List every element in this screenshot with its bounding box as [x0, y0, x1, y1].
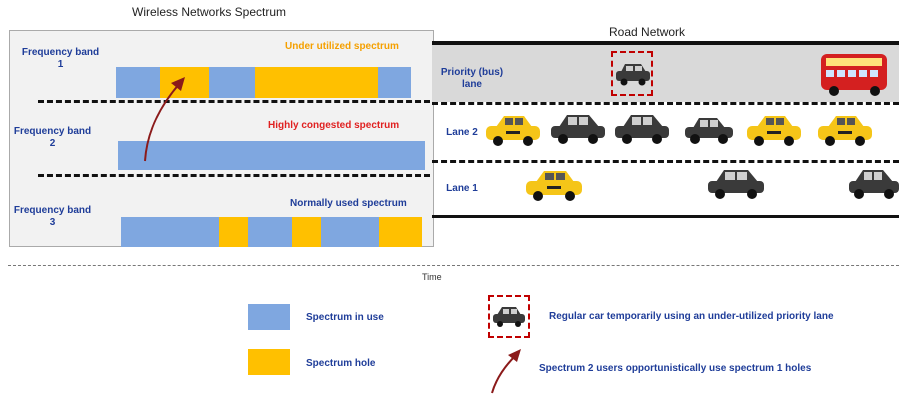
car-icon: [493, 307, 525, 327]
band-3-hole-block: [379, 217, 422, 247]
car-icon: [708, 170, 764, 199]
legend-hole-swatch: [248, 349, 290, 375]
band-1-in-use-block: [209, 67, 255, 98]
band-separator: [38, 174, 430, 177]
car-icon: [615, 115, 669, 144]
band-1-note: Under utilized spectrum: [285, 41, 399, 52]
band-3-in-use-block: [121, 217, 219, 247]
legend-in-use-swatch: [248, 304, 290, 330]
taxi-icon: [526, 171, 582, 201]
band-1-in-use-block: [116, 67, 160, 98]
bus-icon: [821, 54, 887, 96]
taxi-icon: [818, 116, 872, 146]
band-1-in-use-block: [378, 67, 411, 98]
band-2-in-use-block: [118, 141, 425, 170]
time-label: Time: [422, 272, 442, 282]
band-separator: [38, 100, 430, 103]
band-2-label: Frequency band 2: [13, 126, 92, 149]
opportunistic-arrow: [144, 77, 185, 162]
road-bottom-edge: [432, 215, 899, 218]
car-icon: [849, 170, 899, 199]
legend-highlight-box: [488, 295, 530, 338]
car-icon: [685, 118, 733, 144]
lane-separator: [432, 160, 899, 163]
spectrum-panel: Frequency band 1 Frequency band 2 Freque…: [9, 30, 434, 247]
lane-separator: [432, 102, 899, 105]
legend-in-use-label: Spectrum in use: [306, 312, 384, 323]
band-3-label: Frequency band 3: [13, 205, 92, 228]
band-3-in-use-block: [321, 217, 379, 247]
road-title: Road Network: [609, 25, 686, 39]
time-axis: [8, 265, 899, 266]
band-2-note: Highly congested spectrum: [268, 120, 400, 131]
band-1-hole-block: [160, 67, 209, 98]
legend-opportunistic-label: Spectrum 2 users opportunistically use s…: [539, 363, 812, 374]
spectrum-title: Wireless Networks Spectrum: [132, 5, 287, 19]
lane-2-label: Lane 2: [446, 127, 478, 138]
car-icon: [551, 115, 605, 144]
legend-regular-car-label: Regular car temporarily using an under-u…: [549, 311, 834, 322]
taxi-icon: [486, 116, 540, 146]
road-top-edge: [432, 41, 899, 45]
band-1-hole-block: [255, 67, 378, 98]
priority-lane-label: Priority (bus) lane: [440, 67, 504, 90]
band-3-note: Normally used spectrum: [290, 198, 407, 209]
band-1-label: Frequency band 1: [21, 47, 100, 70]
legend-hole-label: Spectrum hole: [306, 358, 376, 369]
band-3-hole-block: [292, 217, 321, 247]
lane-1-label: Lane 1: [446, 183, 478, 194]
legend-arrow-icon: [491, 349, 521, 394]
band-3-hole-block: [219, 217, 248, 247]
band-3-in-use-block: [248, 217, 292, 247]
car-icon: [616, 64, 650, 86]
highlight-box: [611, 51, 653, 96]
taxi-icon: [747, 116, 801, 146]
